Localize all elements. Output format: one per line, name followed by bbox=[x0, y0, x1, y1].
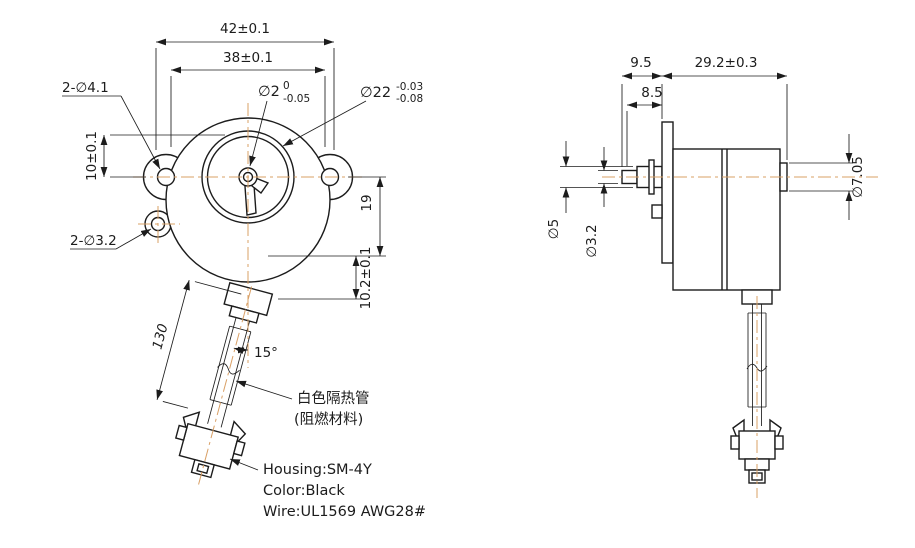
dim-width-42: 42±0.1 bbox=[155, 21, 335, 150]
tube-edge bbox=[230, 331, 252, 406]
dim-offset-10: 10±0.1 bbox=[84, 131, 225, 181]
leader-line bbox=[229, 458, 259, 471]
dim-wire-length-130: 130 bbox=[149, 279, 242, 409]
dim-text-9-5: 9.5 bbox=[630, 55, 651, 71]
dim-text-10: 10±0.1 bbox=[84, 131, 100, 181]
dim-text-130: 130 bbox=[149, 322, 171, 351]
note-tube: 白色隔热管 (阻燃材料) bbox=[235, 380, 370, 428]
note-wire-text: Wire:UL1569 AWG28# bbox=[263, 504, 426, 520]
boss-tol-upper: -0.03 bbox=[396, 81, 423, 93]
flange-tab bbox=[651, 204, 663, 219]
label-boss-dia: ∅22 -0.03 -0.08 bbox=[282, 81, 423, 147]
connector-latch-left bbox=[174, 424, 188, 441]
dim-line bbox=[156, 279, 190, 400]
connector-latch-left bbox=[730, 435, 740, 450]
leader-line bbox=[282, 100, 367, 147]
dim-width-38: 38±0.1 bbox=[170, 50, 326, 147]
dim-boss-dia-7-05: ∅7.05 bbox=[789, 134, 866, 220]
wire-assembly: 130 bbox=[149, 279, 274, 488]
dim-text-38: 38±0.1 bbox=[223, 50, 273, 66]
dim-text-d3-2: ∅3.2 bbox=[584, 224, 600, 257]
dim-text-42: 42±0.1 bbox=[220, 21, 270, 37]
leader-line bbox=[235, 380, 293, 400]
boss-tol-lower: -0.08 bbox=[396, 93, 423, 105]
leader-line bbox=[120, 95, 161, 170]
shaft-dia-text: ∅2 bbox=[258, 84, 280, 100]
dim-text-d5: ∅5 bbox=[546, 219, 562, 239]
dim-text-10-2: 10.2±0.1 bbox=[358, 247, 374, 310]
note-housing-text: Housing:SM-4Y bbox=[263, 462, 372, 478]
note-color-text: Color:Black bbox=[263, 483, 345, 499]
dim-wire-angle: 15° bbox=[233, 345, 278, 361]
dim-shaft-ext-9-5: 9.5 bbox=[621, 55, 663, 167]
leader-line bbox=[115, 228, 152, 250]
shaft-tol-lower: -0.05 bbox=[283, 93, 310, 105]
note-tube-line1: 白色隔热管 bbox=[297, 390, 370, 407]
shaft-tol-upper: 0 bbox=[283, 80, 290, 92]
dim-shaft-dia-5: ∅5 bbox=[546, 141, 633, 239]
tube-cap bbox=[209, 399, 232, 406]
dim-height-10-2: 10.2±0.1 bbox=[278, 247, 374, 310]
note-tube-line2: (阻燃材料) bbox=[294, 410, 363, 428]
dim-text-29-2: 29.2±0.3 bbox=[695, 55, 758, 71]
ext-line bbox=[194, 281, 242, 295]
dim-body-29-2: 29.2±0.3 bbox=[662, 55, 788, 160]
mount-flange bbox=[661, 121, 674, 264]
label-shaft-dia: ∅2 0 -0.05 bbox=[249, 80, 310, 167]
side-view: 9.5 29.2±0.3 8.5 ∅7.05 ∅5 bbox=[546, 55, 878, 498]
label-text-2-d32: 2-∅3.2 bbox=[70, 233, 117, 249]
angle-text-15: 15° bbox=[254, 345, 278, 361]
dim-tip-dia-3-2: ∅3.2 bbox=[584, 147, 618, 258]
wire-centerline bbox=[197, 286, 253, 488]
wire-edge bbox=[207, 317, 237, 424]
leader-line bbox=[249, 100, 268, 167]
label-mount-holes: 2-∅4.1 bbox=[62, 80, 161, 170]
connector-body bbox=[178, 422, 240, 470]
boss-dia-text: ∅22 bbox=[360, 85, 391, 101]
label-text-2-d41: 2-∅4.1 bbox=[62, 80, 109, 96]
dim-height-19: 19 bbox=[268, 176, 386, 257]
ext-line bbox=[162, 401, 189, 409]
wire-edge bbox=[220, 321, 250, 428]
wire-squiggle bbox=[217, 363, 240, 375]
note-housing: Housing:SM-4Y Color:Black Wire:UL1569 AW… bbox=[229, 458, 426, 520]
connector-latch-right bbox=[774, 435, 784, 450]
tube-edge bbox=[209, 326, 231, 400]
dim-shoulder-8-5: 8.5 bbox=[626, 85, 663, 166]
dim-text-19: 19 bbox=[359, 194, 375, 211]
angle-arc bbox=[233, 346, 249, 354]
dim-text-8-5: 8.5 bbox=[641, 85, 662, 101]
label-small-holes: 2-∅3.2 bbox=[70, 228, 152, 250]
connector-latch-right bbox=[232, 440, 246, 457]
dim-text-7-05: ∅7.05 bbox=[850, 156, 866, 198]
front-view: 130 42±0.1 38±0.1 2-∅4.1 bbox=[62, 21, 426, 520]
